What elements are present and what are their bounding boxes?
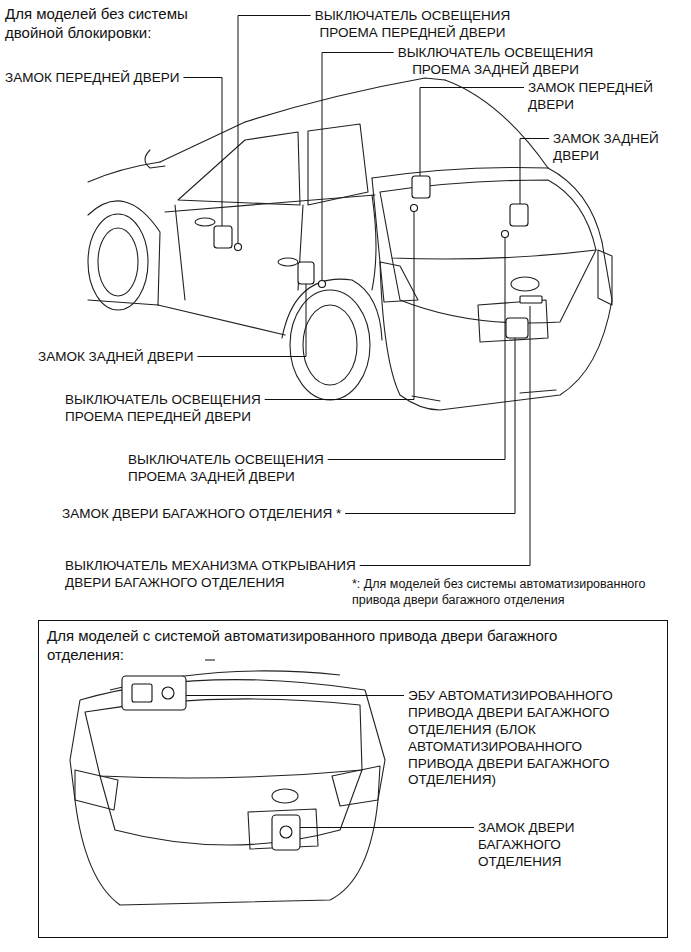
- car-body-outline: [88, 214, 148, 310]
- car-body-outline: [412, 396, 440, 401]
- car-body-outline: [175, 205, 185, 300]
- leader-line: [520, 139, 549, 205]
- panel-heading: Для моделей с системой автоматизированно…: [39, 621, 625, 671]
- footnote: *: Для моделей без системы автоматизиров…: [352, 577, 682, 608]
- rear-view-outline: [272, 789, 298, 803]
- car-body-outline: [195, 218, 215, 226]
- car-body-outline: [245, 78, 445, 122]
- rear-view-outline: [205, 659, 215, 660]
- part-label: ЗАМОК ЗАДНЕЙ ДВЕРИ: [553, 131, 675, 165]
- rear-view-parts: [162, 687, 174, 699]
- part-label: ВЫКЛЮЧАТЕЛЬ ОСВЕЩЕНИЯ ПРОЕМА ПЕРЕДНЕЙ ДВ…: [305, 8, 520, 42]
- leader-line: [183, 78, 222, 227]
- car-body-outline: [160, 122, 245, 162]
- car-body-outline: [278, 258, 298, 266]
- framed-panel: Для моделей с системой автоматизированно…: [38, 620, 668, 938]
- rear-view-outline: [75, 800, 378, 905]
- rear-view-parts: [122, 676, 186, 710]
- car-body-outline: [380, 262, 418, 302]
- car-body-outline: [303, 305, 357, 385]
- car-body-outline: [145, 150, 165, 168]
- door-parts: [510, 204, 528, 226]
- part-label: ЗАМОК ДВЕРИ БАГАЖНОГО ОТДЕЛЕНИЯ: [478, 820, 588, 871]
- rear-view-outline: [85, 699, 362, 778]
- car-body-outline: [392, 250, 596, 323]
- rear-view-parts: [272, 815, 300, 850]
- part-label: ВЫКЛЮЧАТЕЛЬ ОСВЕЩЕНИЯ ПРОЕМА ЗАДНЕЙ ДВЕР…: [388, 45, 603, 79]
- car-body-outline: [98, 228, 138, 296]
- leader-line: [328, 238, 505, 460]
- car-body-outline: [372, 167, 548, 178]
- leader-line: [265, 212, 414, 400]
- car-body-outline: [372, 195, 376, 290]
- part-label: ЗАМОК ПЕРЕДНЕЙ ДВЕРИ: [528, 80, 673, 114]
- door-parts: [235, 244, 242, 251]
- leader-line: [322, 53, 394, 281]
- car-body-outline: [308, 124, 368, 205]
- door-parts: [520, 296, 542, 303]
- car-body-outline: [158, 305, 285, 335]
- part-label: ВЫКЛЮЧАТЕЛЬ МЕХАНИЗМА ОТКРЫВАНИЯ ДВЕРИ Б…: [65, 558, 375, 592]
- car-body-outline: [520, 390, 556, 393]
- car-body-outline: [598, 250, 612, 305]
- door-parts: [412, 176, 430, 198]
- page-heading: Для моделей без системы двойной блокиров…: [5, 5, 220, 43]
- car-body-outline: [165, 195, 375, 212]
- part-label: ВЫКЛЮЧАТЕЛЬ ОСВЕЩЕНИЯ ПРОЕМА ПЕРЕДНЕЙ ДВ…: [65, 392, 285, 426]
- rear-view-parts: [132, 684, 152, 702]
- leader-line: [420, 88, 524, 177]
- rear-view-outline: [100, 770, 362, 845]
- leader-line: [360, 306, 530, 566]
- rear-view-outline: [248, 809, 318, 849]
- part-label: ЗАМОК ПЕРЕДНЕЙ ДВЕРИ: [5, 70, 205, 87]
- door-parts: [411, 205, 418, 212]
- door-parts: [214, 226, 232, 248]
- rear-view-outline: [70, 660, 385, 905]
- leader-line: [238, 16, 311, 244]
- car-body-outline: [178, 132, 300, 205]
- car-body-outline: [380, 242, 612, 410]
- part-label: ВЫКЛЮЧАТЕЛЬ ОСВЕЩЕНИЯ ПРОЕМА ЗАДНЕЙ ДВЕР…: [128, 452, 348, 486]
- car-body-outline: [88, 201, 160, 305]
- door-parts: [298, 262, 314, 284]
- rear-view-parts: [122, 676, 300, 850]
- car-body-outline: [511, 277, 539, 291]
- leader-line: [300, 827, 474, 828]
- door-parts: [319, 281, 326, 288]
- car-body-outline: [478, 300, 548, 342]
- car-body-outline: [88, 300, 158, 305]
- car-body-outline: [548, 168, 602, 242]
- door-parts: [502, 231, 509, 238]
- car-body-outline: [282, 279, 382, 340]
- rear-view-outline: [75, 770, 118, 810]
- car-body-outline: [290, 290, 370, 400]
- leader-line: [345, 338, 515, 514]
- car-body-outline: [88, 162, 160, 182]
- rear-view-outline: [365, 690, 385, 800]
- rear-view-parts: [280, 826, 292, 838]
- part-label: ЗАМОК ЗАДНЕЙ ДВЕРИ: [38, 349, 238, 366]
- door-parts: [214, 176, 542, 338]
- door-parts: [506, 318, 528, 338]
- leader-line: [186, 695, 404, 696]
- part-label: ЭБУ АВТОМАТИЗИРОВАННОГО ПРИВОДА ДВЕРИ БА…: [408, 688, 648, 789]
- part-label: ЗАМОК ДВЕРИ БАГАЖНОГО ОТДЕЛЕНИЯ *: [62, 506, 382, 523]
- leader-line: [197, 284, 306, 357]
